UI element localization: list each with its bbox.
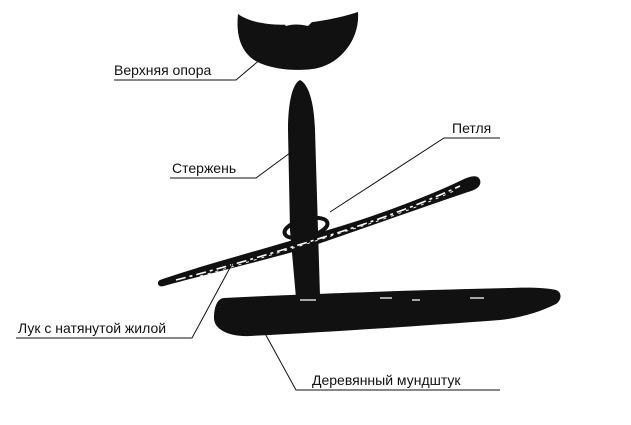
loop-shape [282,215,330,241]
leader-line-loop [329,137,500,213]
label-rod: Стержень [172,160,237,176]
leader-line-rod [170,149,295,179]
bow-string-highlight [175,185,461,281]
top-support-shape [237,12,359,70]
leader-line-top-support [114,57,263,81]
leader-line-mouthpiece [261,327,500,391]
rod-shape [288,80,320,298]
mouthpiece-highlight [300,297,484,301]
label-top-support: Верхняя опора [114,62,212,78]
bow-shape [157,176,481,287]
mouthpiece-shape [214,287,561,337]
top-support-notch [282,19,312,26]
leader-line-bow [16,263,233,339]
label-loop: Петля [452,120,492,136]
label-mouthpiece: Деревянный мундштук [312,372,461,388]
label-bow: Лук с натянутой жилой [18,320,167,336]
